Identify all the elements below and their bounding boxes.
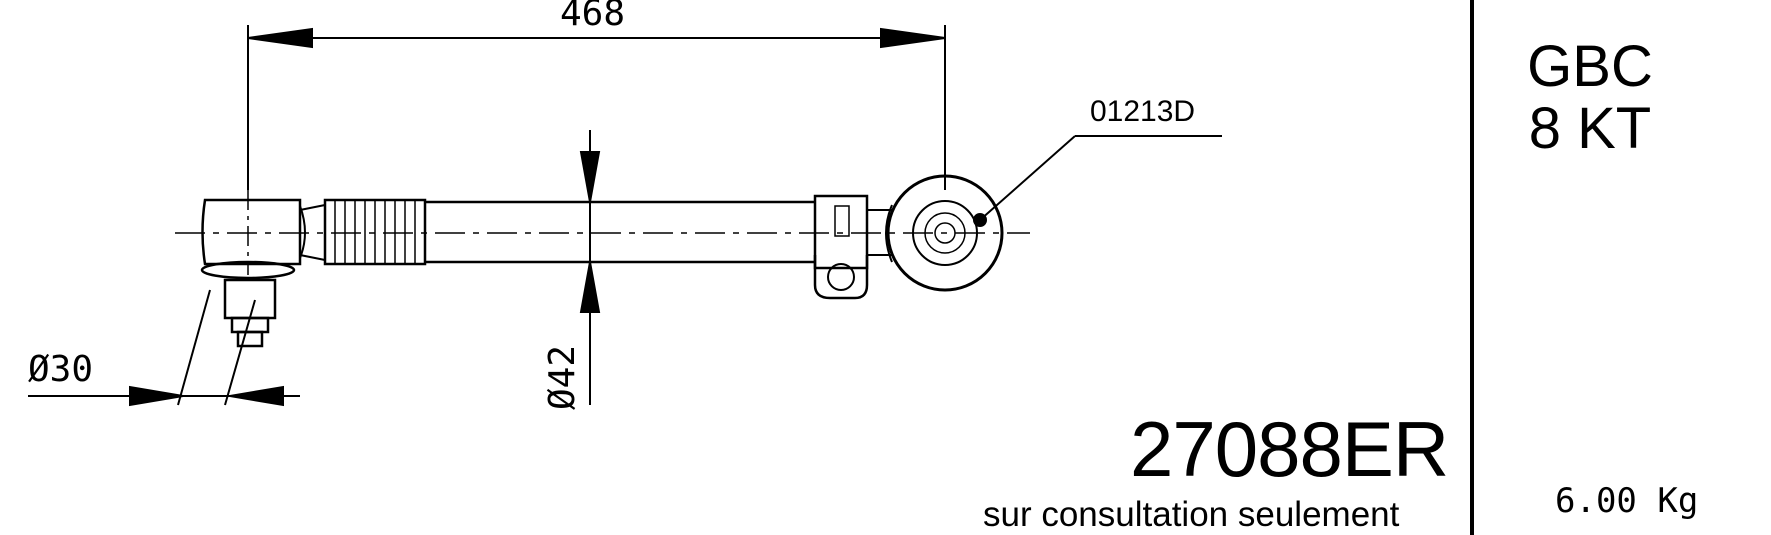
- tube-clamp: [813, 194, 869, 270]
- arrow-left: [247, 27, 313, 49]
- part-number: 27088ER: [1130, 405, 1449, 493]
- brand-line-2: 8 KT: [1528, 96, 1652, 161]
- ball-diameter-label: Ø30: [28, 349, 94, 390]
- right-eye-joint: [886, 174, 1004, 292]
- length-dimension-label: 468: [560, 0, 626, 34]
- tube-diameter-label: Ø42: [542, 344, 583, 410]
- brand-block: GBC 8 KT: [1480, 36, 1700, 160]
- ball-stud-shank: [223, 278, 277, 320]
- left-joint-head: [201, 198, 302, 266]
- weight-label: 6.00 Kg: [1555, 481, 1699, 521]
- arrow-right: [880, 27, 946, 49]
- brand-line-1: GBC: [1527, 34, 1653, 99]
- availability-note: sur consultation seulement: [983, 495, 1400, 534]
- reference-code-label: 01213D: [1090, 95, 1196, 128]
- reference-leader: [979, 135, 1076, 221]
